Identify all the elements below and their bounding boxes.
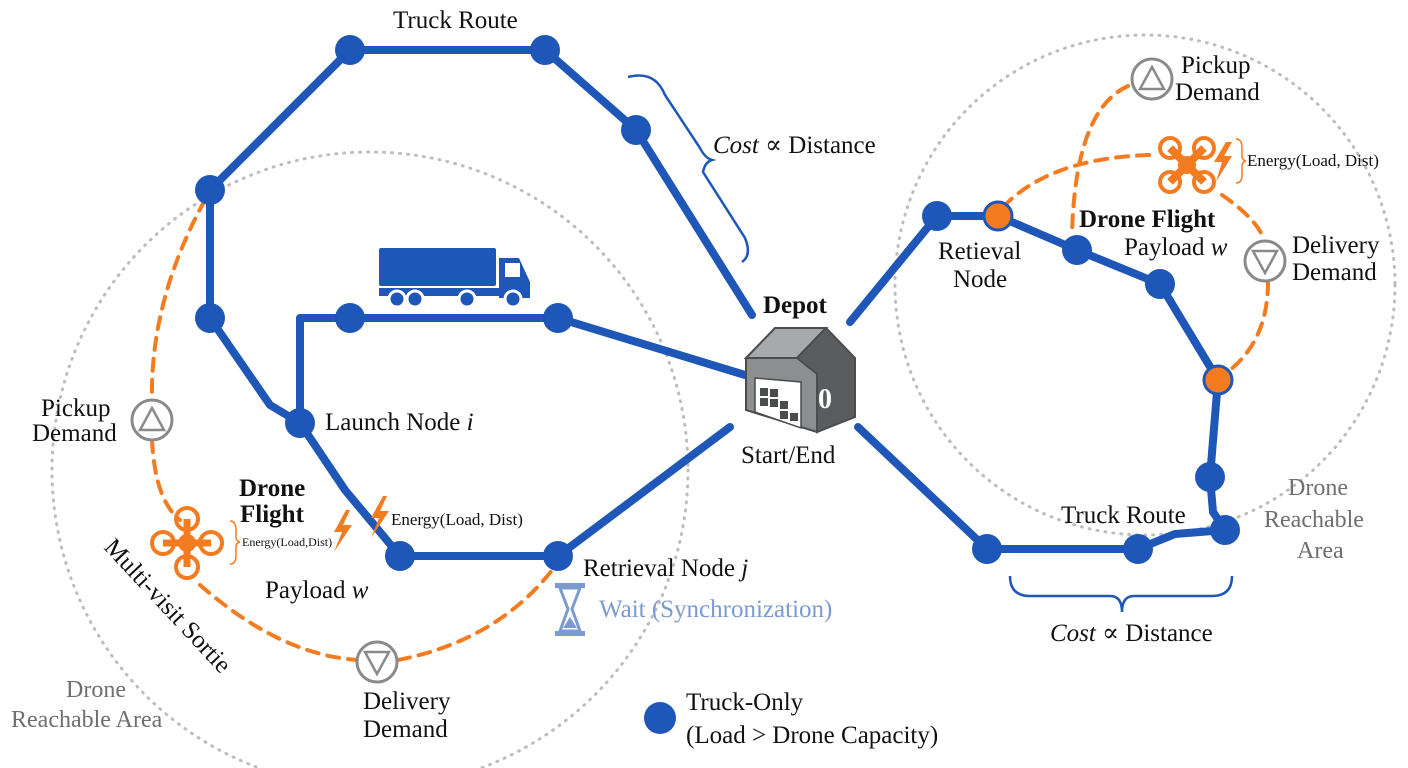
wait-sync-label: Wait (Synchronization) (599, 596, 832, 623)
triangle-up-icon (1137, 64, 1167, 91)
depot-number: 0 (818, 384, 832, 415)
energy-label-mid: Energy(Load, Dist) (391, 510, 523, 529)
cost-distance-label-bottom: Cost ∝ Distance (1050, 620, 1213, 647)
left-drone-reachable-area (50, 150, 690, 768)
reach-label-right-3: Area (1297, 538, 1344, 564)
pickup-label-left-1: Pickup (41, 395, 110, 422)
truck-node[interactable] (922, 201, 952, 231)
retrieval-node-right[interactable] (982, 200, 1014, 232)
truck-node[interactable] (1123, 534, 1153, 564)
truck-node[interactable] (621, 115, 651, 145)
truck-node[interactable] (1210, 515, 1240, 545)
warehouse-icon[interactable]: 0 (743, 326, 856, 434)
pickup-label-right-1: Pickup (1181, 52, 1250, 79)
energy-label-left-small: Energy(Load,Dist) (242, 535, 332, 549)
delivery-demand-right[interactable] (1243, 239, 1287, 283)
launch-node-label: Launch Node i (325, 409, 474, 436)
cost-brace-bottom (1008, 575, 1234, 613)
reach-label-left-1: Drone (66, 677, 126, 703)
delivery-label-right-1: Delivery (1292, 232, 1380, 259)
truck-node[interactable] (1145, 269, 1175, 299)
delivery-label-right-2: Demand (1292, 259, 1377, 286)
truck-route-label-right: Truck Route (1061, 502, 1186, 529)
sortie-drone-to-delivery (1220, 193, 1266, 242)
sortie-delivery-to-retrieval (396, 563, 558, 662)
cost-distance-label-top: Cost ∝ Distance (713, 132, 876, 159)
truck-node[interactable] (195, 303, 225, 333)
drone-nodes (982, 200, 1234, 396)
sortie-pickup-to-crossing (1070, 84, 1130, 237)
legend-truck-only-line2: (Load > Drone Capacity) (686, 722, 938, 749)
lightning-bolt-icon (371, 496, 389, 538)
sortie-retrieval-to-drone (1001, 153, 1152, 209)
drone-flight-label-right: Drone Flight (1079, 206, 1216, 233)
truck-node[interactable] (1195, 462, 1225, 492)
legend-truck-only-marker (644, 702, 676, 734)
retrieval-node-j[interactable] (543, 541, 573, 571)
truck-route-depot-to-retrieval (846, 212, 1229, 553)
drone-sortie-left (149, 198, 558, 662)
truck-node[interactable] (335, 35, 365, 65)
truck-route-right (846, 212, 1229, 553)
truck-node[interactable] (1062, 235, 1092, 265)
pickup-demand-left[interactable] (130, 398, 174, 442)
truck-route-launch-to-retrieval (296, 419, 734, 560)
truck-route-label-top: Truck Route (393, 7, 518, 34)
triangle-down-icon (1250, 249, 1280, 276)
depot-label: Depot (763, 292, 828, 319)
truck-node[interactable] (972, 534, 1002, 564)
delivery-label-left-1: Delivery (363, 688, 451, 715)
launch-node-right[interactable] (1202, 364, 1234, 396)
cost-brace-top (627, 74, 750, 264)
start-end-label: Start/End (741, 442, 836, 469)
launch-node-i[interactable] (285, 408, 315, 438)
sortie-drone-to-delivery (198, 583, 360, 662)
pickup-label-left-2: Demand (32, 420, 117, 447)
payload-label-left: Payload w (265, 577, 369, 604)
reach-label-right-1: Drone (1288, 475, 1348, 501)
lightning-bolt-icon (1214, 142, 1232, 182)
payload-label-right: Payload w (1124, 234, 1228, 261)
truck-route-inner-to-depot (296, 314, 749, 427)
reach-label-right-2: Reachable (1264, 507, 1364, 533)
truck-node[interactable] (195, 175, 225, 205)
pickup-demand-right[interactable] (1130, 57, 1174, 101)
reach-label-left-2: Reachable Area (11, 707, 163, 733)
truck-nodes (195, 35, 1240, 734)
truck-node[interactable] (543, 303, 573, 333)
truck-node[interactable] (530, 35, 560, 65)
drone-sortie-right (1001, 84, 1270, 378)
triangle-down-icon (362, 650, 392, 677)
quadcopter-icon (150, 506, 224, 580)
legend-truck-only-line1: Truck-Only (686, 689, 804, 716)
drone-flight-label-left-2: Flight (240, 501, 305, 528)
right-drone-reachable-area (893, 33, 1397, 537)
sortie-delivery-to-node (1220, 280, 1270, 378)
truck-route-outer-arc (206, 46, 756, 427)
sortie-launch-to-pickup (149, 198, 207, 402)
delivery-demand-left[interactable] (355, 640, 399, 684)
retrieval-label-right-1: Retieval (938, 238, 1021, 265)
retrieval-node-j-label: Retrieval Node j (583, 555, 748, 582)
energy-label-right: Energy(Load, Dist) (1247, 151, 1379, 170)
drone-flight-label-left-1: Drone (239, 475, 305, 502)
truck-icon (379, 248, 530, 309)
energy-brace-left (229, 520, 241, 565)
quadcopter-icon (1158, 136, 1216, 194)
sortie-pickup-to-drone (150, 438, 182, 522)
triangle-up-icon (137, 405, 167, 432)
energy-brace-right (1235, 138, 1247, 184)
multi-visit-sortie-label: Multi-visit Sortie (99, 534, 237, 679)
pickup-label-right-2: Demand (1175, 79, 1260, 106)
lightning-bolt-icon (334, 510, 352, 552)
retrieval-label-right-2: Node (953, 266, 1007, 293)
hourglass-icon (555, 583, 585, 636)
truck-node[interactable] (385, 541, 415, 571)
delivery-label-left-2: Demand (363, 716, 448, 743)
truck-node[interactable] (335, 303, 365, 333)
